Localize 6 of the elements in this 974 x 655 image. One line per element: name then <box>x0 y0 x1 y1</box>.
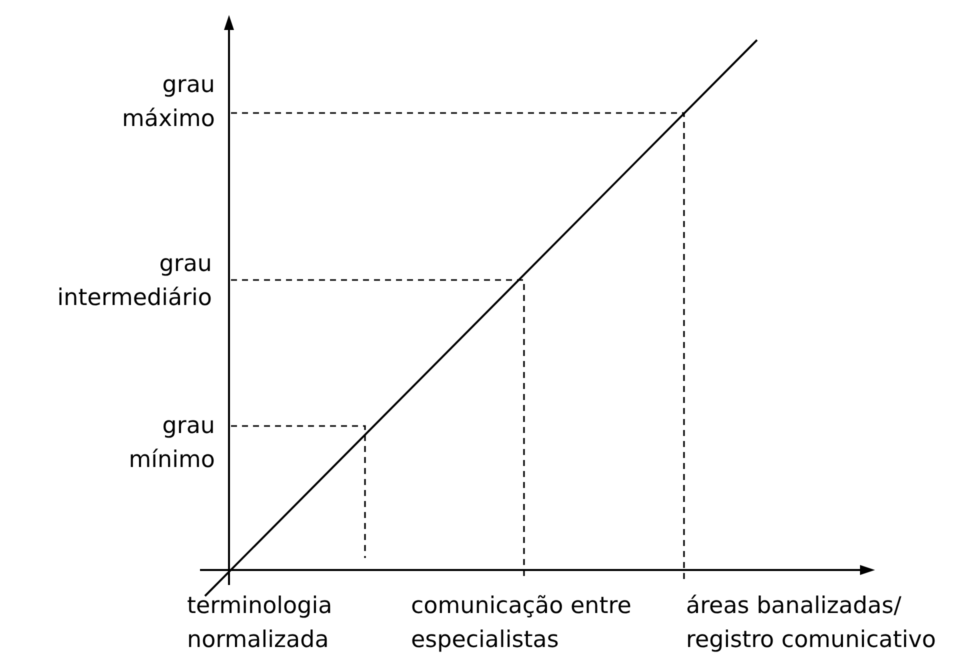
axis-level-label: grau mínimo <box>128 412 215 475</box>
axis-category-label: áreas banalizadas/ registro comunicativo <box>686 592 937 655</box>
axis-category-label: comunicação entre especialistas <box>411 592 632 655</box>
axis-level-label: grau máximo <box>121 71 215 134</box>
axis-level-label: grau intermediário <box>56 250 212 313</box>
axis-category-label: terminologia normalizada <box>187 592 334 655</box>
